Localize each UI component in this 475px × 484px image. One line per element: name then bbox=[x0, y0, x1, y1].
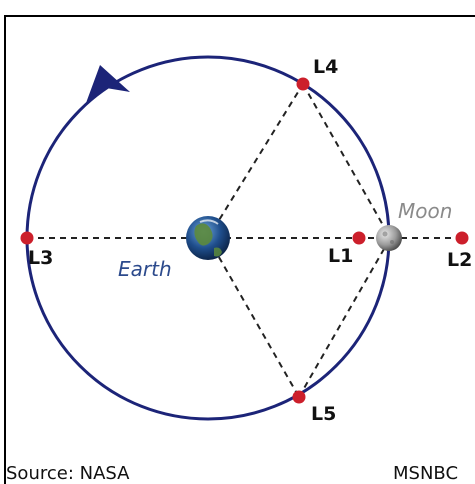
credit-caption: MSNBC bbox=[393, 463, 458, 484]
l4-point bbox=[296, 77, 310, 91]
l4-label: L4 bbox=[313, 56, 338, 78]
l5-point bbox=[292, 390, 306, 404]
line-l5-to-moon bbox=[298, 241, 389, 398]
orbit-direction-arrow-icon bbox=[86, 65, 130, 103]
moon-icon bbox=[376, 225, 402, 251]
dashed-lines bbox=[27, 83, 462, 398]
line-earth-to-l4 bbox=[207, 83, 304, 239]
l2-label: L2 bbox=[447, 249, 472, 271]
l3-point bbox=[20, 231, 34, 245]
l1-label: L1 bbox=[328, 245, 353, 267]
earth-icon bbox=[186, 216, 230, 260]
source-caption: Source: NASA bbox=[6, 463, 130, 484]
moon-label: Moon bbox=[398, 199, 452, 223]
l3-label: L3 bbox=[28, 247, 53, 269]
line-earth-to-l5 bbox=[207, 237, 300, 398]
l5-label: L5 bbox=[311, 403, 336, 425]
frame-border bbox=[4, 15, 475, 484]
l2-point bbox=[455, 231, 469, 245]
line-l4-to-moon bbox=[302, 83, 389, 235]
l1-point bbox=[352, 231, 366, 245]
earth-label: Earth bbox=[118, 257, 172, 281]
